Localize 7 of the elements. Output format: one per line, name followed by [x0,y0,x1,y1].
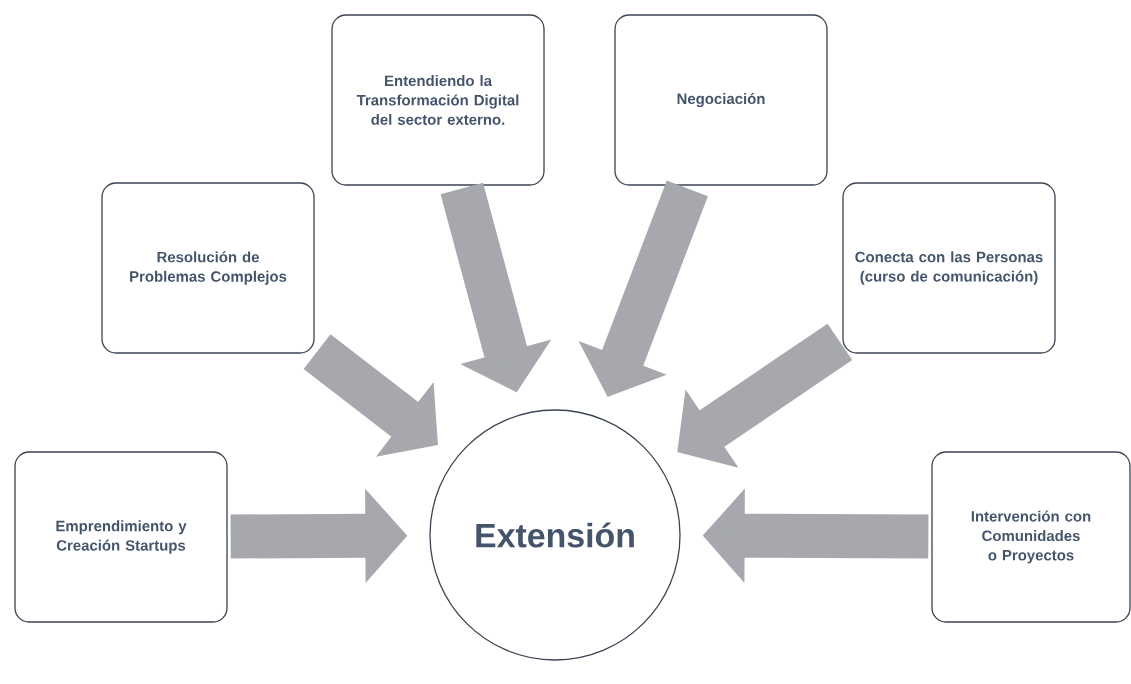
topic-box: Resolución de Problemas Complejos [101,182,315,354]
topic-box: Intervención con Comunidades o Proyectos [931,451,1131,623]
topic-box: Conecta con las Personas (curso de comunicación) [842,182,1056,354]
topic-box: Emprendimiento y Creación Startups [14,451,228,623]
block-arrow [677,323,853,468]
topic-box: Entendiendo la Transformación Digital del sector externo. [331,14,545,186]
topic-box: Negociación [614,14,828,186]
